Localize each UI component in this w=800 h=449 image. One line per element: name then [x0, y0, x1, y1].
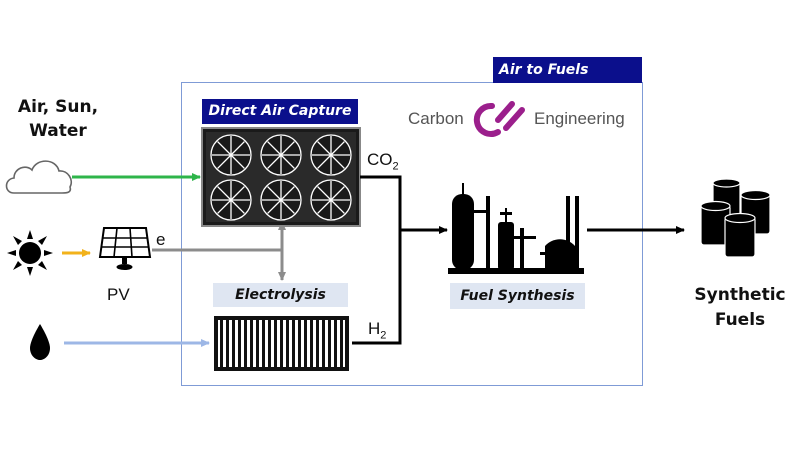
electrolyzer-cell [262, 320, 265, 367]
electrolyzer-cell [310, 320, 313, 367]
oil-barrels-icon [700, 178, 771, 258]
fan-blade [217, 154, 232, 169]
fan-blade [267, 186, 282, 201]
fan-blade [330, 154, 345, 169]
solar-panel-icon [98, 227, 152, 270]
fan-blade [280, 186, 295, 201]
air-to-fuels-tag: Air to Fuels [493, 57, 642, 83]
electrolyzer-cell [286, 320, 289, 367]
pv-label: PV [107, 285, 130, 304]
h2-label: H2 [368, 319, 387, 342]
fan-blade [330, 141, 345, 156]
electrolyzer-cell [316, 320, 319, 367]
co2-label: CO2 [367, 150, 399, 173]
electrolyzer-cell [274, 320, 277, 367]
electrolysis-tag: Electrolysis [213, 283, 348, 307]
electrolyzer-cell [304, 320, 307, 367]
fan-blade [280, 141, 295, 156]
electrolyzer-cell [328, 320, 331, 367]
electrolyzer-cell [298, 320, 301, 367]
fan-blade [317, 141, 332, 156]
electrolyzer-icon [214, 316, 349, 371]
fan-array-icon [201, 127, 361, 227]
refinery-icon [448, 183, 584, 274]
fan-blade [317, 154, 332, 169]
logo-word-carbon: Carbon [408, 109, 464, 128]
electrolyzer-cell [244, 320, 247, 367]
synthetic-fuels-label: Synthetic Fuels [694, 285, 786, 330]
fan-blade [230, 199, 245, 214]
fan-blade [217, 141, 232, 156]
sun-icon [7, 230, 53, 276]
electrolyzer-cell [268, 320, 271, 367]
fan-blade [280, 199, 295, 214]
fan-blade [280, 154, 295, 169]
air-sun-water-label: Air, Sun, Water [17, 97, 99, 141]
carbon-engineering-logo-icon [473, 101, 525, 137]
electrolyzer-cell [334, 320, 337, 367]
fan-blade [217, 186, 232, 201]
electrolyzer-cell [238, 320, 241, 367]
fan-blade [317, 199, 332, 214]
electric-lines [152, 221, 286, 281]
electrolyzer-cell [280, 320, 283, 367]
electrolyzer-cell [340, 320, 343, 367]
fan-blade [317, 186, 332, 201]
fan-blade [267, 199, 282, 214]
fan-blade [217, 199, 232, 214]
fan-blade [330, 186, 345, 201]
electrolyzer-cell [250, 320, 253, 367]
electrolyzer-cell [322, 320, 325, 367]
electrolyzer-cell [232, 320, 235, 367]
fan-blade [230, 141, 245, 156]
air-to-fuels-frame [181, 82, 643, 386]
electric-label: e [156, 230, 166, 249]
fan-blade [267, 154, 282, 169]
fan-blade [330, 199, 345, 214]
fan-blade [267, 141, 282, 156]
feed-lines [352, 175, 448, 345]
dac-tag: Direct Air Capture [202, 99, 358, 124]
electrolyzer-cell [226, 320, 229, 367]
fan-blade [230, 186, 245, 201]
electrolyzer-cell [256, 320, 259, 367]
logo-word-engineering: Engineering [534, 109, 625, 128]
water-drop-icon [30, 324, 50, 360]
electrolyzer-cell [220, 320, 223, 367]
fan-blade [230, 154, 245, 169]
fuel-synthesis-tag: Fuel Synthesis [450, 283, 585, 309]
cloud-icon [5, 160, 73, 194]
electrolyzer-cell [292, 320, 295, 367]
